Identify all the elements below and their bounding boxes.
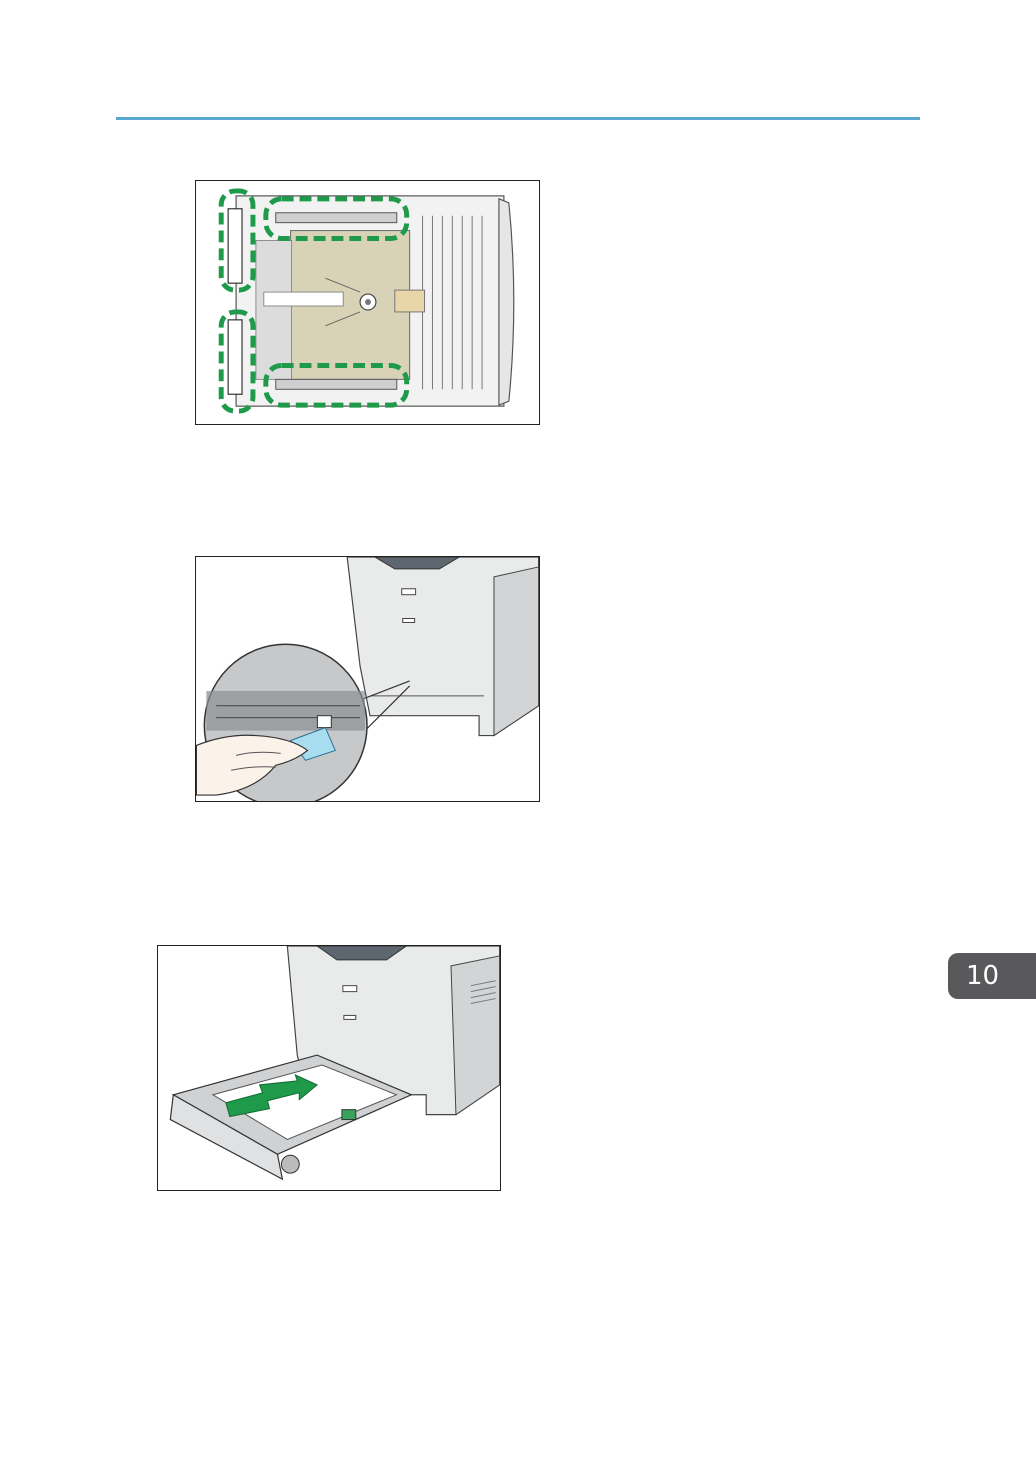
chapter-number-tab: 10 (948, 953, 1036, 999)
header-rule (116, 117, 920, 120)
insert-tray-drawing (158, 946, 500, 1190)
cleaning-drawing (196, 557, 539, 801)
cleaning-friction-pad-illustration (195, 556, 540, 802)
insert-paper-tray-illustration (157, 945, 501, 1191)
tray-top-view-illustration (195, 180, 540, 425)
tray-top-view-drawing (196, 181, 539, 424)
